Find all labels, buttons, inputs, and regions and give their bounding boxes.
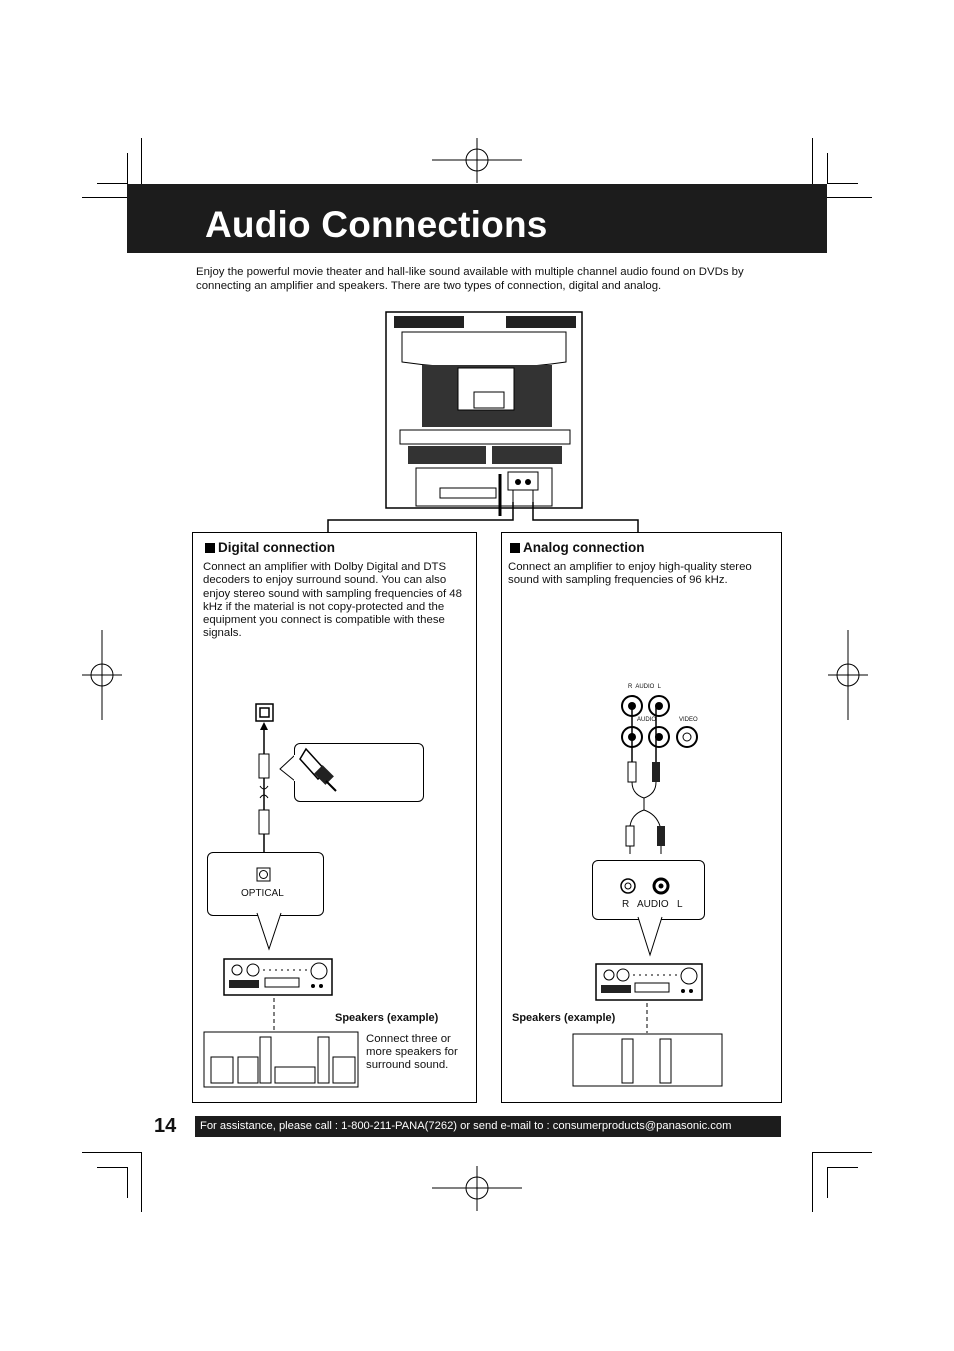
analog-connection-panel: Analog connection Connect an amplifier t…	[501, 532, 782, 1103]
registration-target-icon	[432, 138, 522, 183]
intro-text: Enjoy the powerful movie theater and hal…	[196, 266, 744, 292]
digital-description: Connect an amplifier with Dolby Digital …	[203, 561, 462, 640]
amp-rca-jacks-icon	[620, 877, 670, 895]
registration-target-icon	[432, 1166, 522, 1211]
optical-port-icon	[256, 867, 271, 882]
page-number: 14	[154, 1115, 177, 1137]
callout-pointer	[637, 916, 663, 957]
digital-speakers-note: Connect three or more speakers for surro…	[366, 1033, 458, 1071]
tv-audio-jacks-label: R AUDIO L	[628, 684, 662, 690]
page-title: Audio Connections	[205, 204, 548, 245]
amplifier-icon	[223, 958, 333, 996]
amplifier-icon	[595, 963, 703, 1001]
amp-jacks-label: R AUDIO L	[622, 899, 683, 910]
analog-heading: Analog connection	[510, 541, 645, 555]
connector-lines	[327, 502, 639, 532]
square-bullet-icon	[510, 543, 520, 553]
digital-speakers-label: Speakers (example)	[335, 1012, 439, 1024]
surround-speakers-icon	[203, 1031, 359, 1088]
tv-audio-label: AUDIO	[637, 717, 657, 723]
tv-rear-illustration	[385, 311, 583, 520]
digital-connection-panel: Digital connection Connect an amplifier …	[192, 532, 477, 1103]
optical-cable-icon	[258, 722, 270, 868]
tv-video-label: VIDEO	[679, 717, 698, 723]
dashed-link	[273, 998, 275, 1032]
optical-label: OPTICAL	[241, 888, 284, 899]
square-bullet-icon	[205, 543, 215, 553]
rca-cable-icon	[625, 706, 665, 854]
analog-description: Connect an amplifier to enjoy high-quali…	[508, 561, 752, 587]
registration-target-icon	[82, 630, 122, 720]
optical-jack-icon	[255, 703, 274, 722]
registration-target-icon	[828, 630, 868, 720]
optical-jack-callout	[207, 852, 324, 916]
title-bar: Audio Connections	[127, 184, 827, 253]
digital-heading: Digital connection	[205, 541, 335, 555]
optical-plug-icon	[279, 747, 337, 792]
callout-pointer	[256, 912, 282, 951]
dashed-link	[646, 1003, 648, 1033]
stereo-speakers-icon	[572, 1033, 723, 1087]
assistance-footer: For assistance, please call : 1-800-211-…	[195, 1116, 781, 1137]
analog-speakers-label: Speakers (example)	[512, 1012, 616, 1024]
